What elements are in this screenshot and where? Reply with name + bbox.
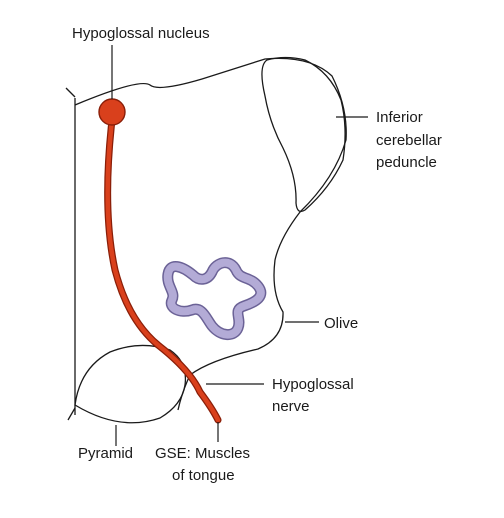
hypoglossal-nerve-fiber [105,117,221,423]
medulla-outline [74,57,347,411]
label-nerve-line-2: nerve [272,398,310,415]
hypoglossal-nerve-fiber-outline [104,116,222,424]
label-gse-line-2: of tongue [172,467,235,484]
label-gse-line-1: GSE: Muscles [155,445,250,462]
midline-bottom-tick [67,407,76,421]
inferior-cerebellar-peduncle [261,56,346,213]
label-icp-line-3: peduncle [376,154,437,171]
label-hypoglossal-nucleus: Hypoglossal nucleus [72,25,210,42]
label-pyramid: Pyramid [78,445,133,462]
label-hypoglossal-nerve: Hypoglossal nerve [272,376,358,415]
hypoglossal-nucleus [98,98,126,126]
label-icp-line-2: cerebellar [376,132,442,149]
midline-top-tick [65,87,76,98]
label-inferior-cerebellar-peduncle: Inferior cerebellar peduncle [376,109,446,171]
olive-nucleus-fill [163,258,265,339]
label-olive: Olive [324,315,358,332]
label-nerve-line-1: Hypoglossal [272,376,354,393]
label-icp-line-1: Inferior [376,109,423,126]
label-gse: GSE: Muscles of tongue [155,445,254,484]
